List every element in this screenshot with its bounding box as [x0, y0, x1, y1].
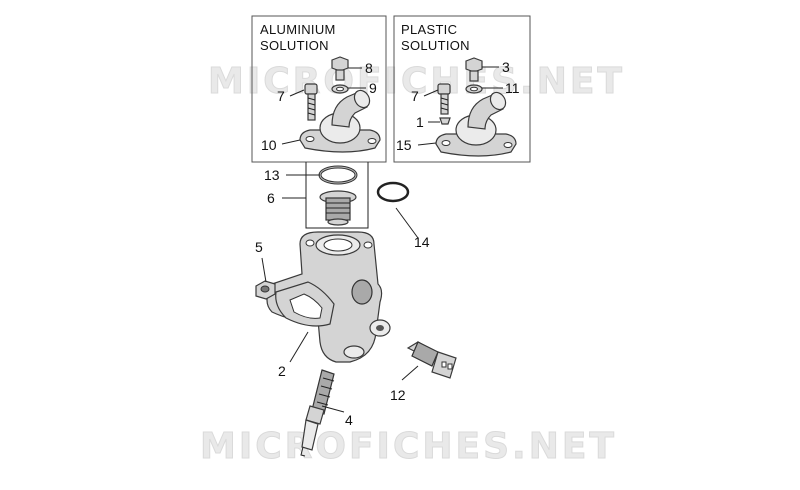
plastic-box: [393, 15, 531, 163]
callout-14: 14: [414, 234, 430, 250]
plastic-title-line2: SOLUTION: [401, 38, 470, 53]
pla-screw-7: [437, 83, 451, 115]
pla-insert-1: [439, 117, 451, 125]
callout-5: 5: [255, 239, 263, 255]
aluminium-title-line2: SOLUTION: [260, 38, 329, 53]
seal-ring-13: [318, 165, 358, 185]
nut-5: [255, 280, 276, 300]
alu-screw-7: [304, 83, 318, 121]
bracket-group-6: [305, 162, 369, 229]
callout-pla-15: 15: [396, 137, 412, 153]
plastic-title-line1: PLASTIC: [401, 22, 457, 37]
callout-alu-7: 7: [277, 88, 285, 104]
pla-bolt-3: [465, 57, 483, 82]
temp-sender-12: [406, 341, 457, 379]
spark-plug-4: [300, 369, 335, 457]
callout-2: 2: [278, 363, 286, 379]
callout-pla-3: 3: [502, 59, 510, 75]
o-ring-14: [376, 181, 410, 203]
callout-alu-10: 10: [261, 137, 277, 153]
callout-13: 13: [264, 167, 280, 183]
watermark-bottom: MICROFICHES.NET: [200, 426, 617, 467]
alu-bolt-8: [331, 56, 349, 81]
callout-alu-9: 9: [369, 80, 377, 96]
watermark-top: MICROFICHES.NET: [208, 61, 625, 102]
thermostat-6: [319, 190, 357, 226]
pla-thermostat-cover-15: [435, 91, 517, 157]
thermostat-housing-2: [266, 231, 391, 363]
callout-pla-7: 7: [411, 88, 419, 104]
aluminium-title-line1: ALUMINIUM: [260, 22, 336, 37]
callout-6: 6: [267, 190, 275, 206]
callout-pla-1: 1: [416, 114, 424, 130]
callout-pla-11: 11: [505, 80, 520, 96]
callout-4: 4: [345, 412, 353, 428]
callout-12: 12: [390, 387, 406, 403]
aluminium-box: [251, 15, 387, 163]
callout-alu-8: 8: [365, 60, 373, 76]
alu-thermostat-cover-10: [299, 89, 381, 153]
